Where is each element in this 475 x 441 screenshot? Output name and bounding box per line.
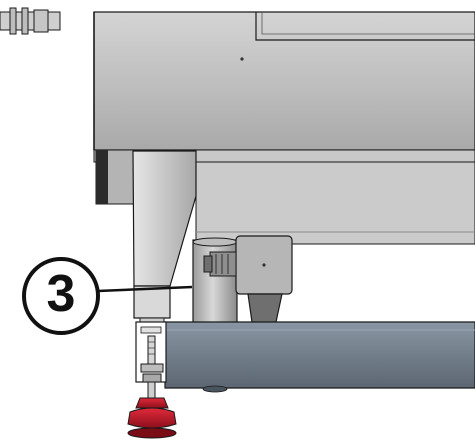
- callout-marker: [22, 257, 193, 335]
- main-housing: [93, 11, 475, 245]
- leg-bracket: [132, 150, 197, 327]
- cable-gland: [203, 251, 237, 277]
- red-foot-pad: [127, 397, 177, 439]
- leveling-foot: [127, 321, 177, 439]
- base-frame: [164, 321, 475, 393]
- pipe-fitting: [0, 7, 61, 35]
- support-post: [192, 237, 238, 327]
